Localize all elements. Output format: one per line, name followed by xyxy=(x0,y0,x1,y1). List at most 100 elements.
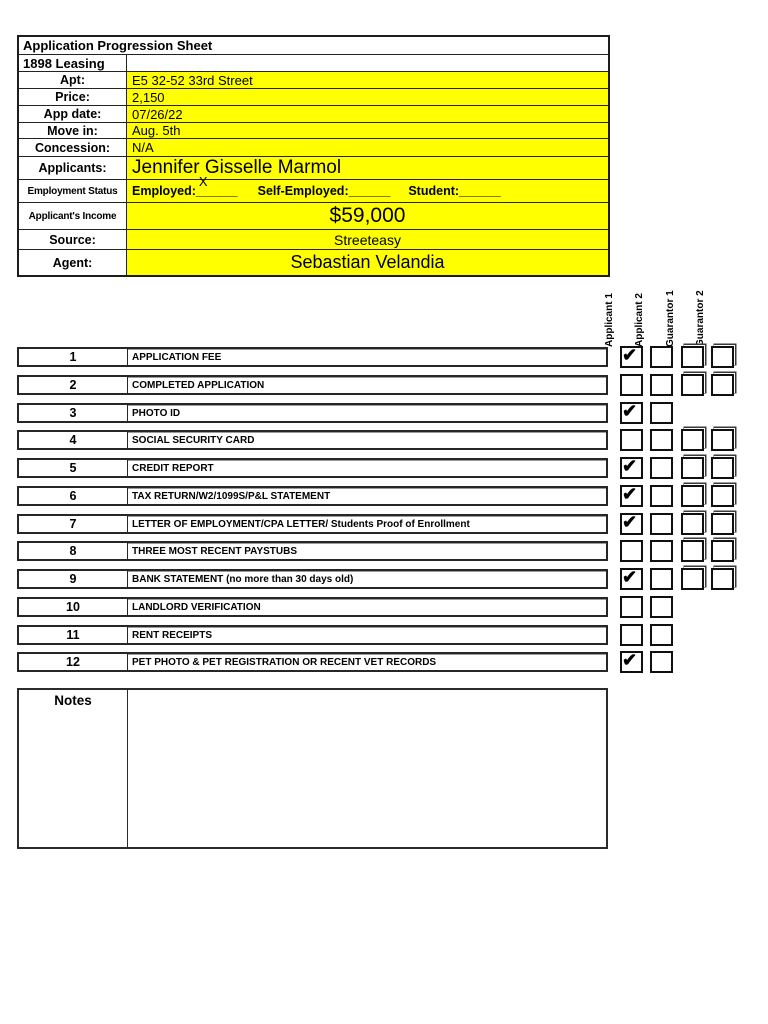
checkbox-empty[interactable] xyxy=(711,513,734,535)
checkbox-group xyxy=(17,374,757,396)
checkbox-empty[interactable] xyxy=(711,540,734,562)
checkbox-empty[interactable] xyxy=(650,540,673,562)
checkbox-empty[interactable] xyxy=(681,485,704,507)
checkbox-empty[interactable] xyxy=(681,457,704,479)
checkbox-empty[interactable] xyxy=(650,402,673,424)
checkbox-empty[interactable] xyxy=(711,429,734,451)
header-form-table: Application Progression Sheet 1898 Leasi… xyxy=(17,35,610,277)
move-in-label: Move in: xyxy=(19,123,127,138)
checkbox-empty[interactable] xyxy=(620,429,643,451)
checkbox-empty[interactable] xyxy=(681,429,704,451)
item-label: LETTER OF EMPLOYMENT/CPA LETTER/ Student… xyxy=(128,516,606,532)
price-value[interactable]: 2,150 xyxy=(127,89,608,105)
employment-status-line: Employed:X______Self-Employed:______Stud… xyxy=(132,174,501,198)
applicants-row: Applicants: Jennifer Gisselle Marmol xyxy=(19,157,608,180)
income-value[interactable]: $59,000 xyxy=(127,203,608,229)
notes-input-area[interactable] xyxy=(128,690,606,847)
employed-blank-field[interactable]: X______ xyxy=(195,174,238,198)
item-label: RENT RECEIPTS xyxy=(128,627,606,643)
source-value[interactable]: Streeteasy xyxy=(127,230,608,249)
item-number: 6 xyxy=(19,488,128,504)
checkbox-empty[interactable] xyxy=(620,540,643,562)
checkmark-icon: ✔ xyxy=(622,401,638,421)
checkbox-empty[interactable] xyxy=(650,624,673,646)
move-in-value[interactable]: Aug. 5th xyxy=(127,123,608,138)
column-header-applicant-1: Applicant 1 xyxy=(604,293,615,347)
checkbox-group xyxy=(17,624,757,646)
checkmark-icon: ✔ xyxy=(622,512,638,532)
app-date-label: App date: xyxy=(19,106,127,122)
checkbox-checked[interactable]: ✔ xyxy=(620,567,643,590)
employment-status-value[interactable]: Employed:X______Self-Employed:______Stud… xyxy=(127,174,608,202)
student-label: Student: xyxy=(408,184,460,198)
checkbox-empty[interactable] xyxy=(711,457,734,479)
checkbox-empty[interactable] xyxy=(650,429,673,451)
item-label: SOCIAL SECURITY CARD xyxy=(128,432,606,448)
checkbox-checked[interactable]: ✔ xyxy=(620,484,643,507)
apt-value[interactable]: E5 32-52 33rd Street xyxy=(127,72,608,88)
column-header-applicant-2: Applicant 2 xyxy=(634,293,645,347)
checkbox-empty[interactable] xyxy=(681,346,704,368)
applicants-label: Applicants: xyxy=(19,157,127,179)
checkbox-empty[interactable] xyxy=(711,568,734,590)
checkbox-empty[interactable] xyxy=(650,346,673,368)
checkbox-group: ✔ xyxy=(17,345,757,368)
checkmark-icon: ✔ xyxy=(622,456,638,476)
item-label: THREE MOST RECENT PAYSTUBS xyxy=(128,543,606,559)
column-header-guarantor-1: Guarantor 1 xyxy=(665,290,676,347)
item-number: 1 xyxy=(19,349,128,365)
employed-label: Employed: xyxy=(132,184,196,198)
checkbox-empty[interactable] xyxy=(620,374,643,396)
checkbox-group: ✔ xyxy=(17,456,757,479)
field-row-price: Price: 2,150 xyxy=(19,89,608,106)
checkbox-empty[interactable] xyxy=(681,540,704,562)
checkbox-empty[interactable] xyxy=(620,624,643,646)
field-row-concession: Concession: N/A xyxy=(19,139,608,157)
app-date-value[interactable]: 07/26/22 xyxy=(127,106,608,122)
checkbox-empty[interactable] xyxy=(681,374,704,396)
checkbox-empty[interactable] xyxy=(650,568,673,590)
item-label: TAX RETURN/W2/1099S/P&L STATEMENT xyxy=(128,488,606,504)
checkbox-group: ✔ xyxy=(17,484,757,507)
checkbox-empty[interactable] xyxy=(711,374,734,396)
checkbox-empty[interactable] xyxy=(681,568,704,590)
checkbox-empty[interactable] xyxy=(711,485,734,507)
checkbox-checked[interactable]: ✔ xyxy=(620,650,643,673)
checkbox-checked[interactable]: ✔ xyxy=(620,401,643,424)
applicants-value[interactable]: Jennifer Gisselle Marmol xyxy=(127,157,608,179)
income-row: Applicant's Income $59,000 xyxy=(19,203,608,230)
checkbox-empty[interactable] xyxy=(650,513,673,535)
income-label: Applicant's Income xyxy=(19,203,127,229)
checkbox-empty[interactable] xyxy=(620,596,643,618)
price-label: Price: xyxy=(19,89,127,105)
concession-label: Concession: xyxy=(19,139,127,156)
concession-value[interactable]: N/A xyxy=(127,139,608,156)
checkbox-empty[interactable] xyxy=(681,513,704,535)
company-name: 1898 Leasing xyxy=(19,55,127,71)
checkbox-empty[interactable] xyxy=(650,457,673,479)
checkbox-empty[interactable] xyxy=(650,374,673,396)
employed-x-mark: X xyxy=(198,174,208,189)
item-number: 9 xyxy=(19,571,128,587)
checkbox-empty[interactable] xyxy=(650,485,673,507)
agent-value[interactable]: Sebastian Velandia xyxy=(127,250,608,275)
checkbox-group xyxy=(17,540,757,562)
company-value-cell[interactable] xyxy=(127,55,608,71)
self-employed-blank-field[interactable]: ______ xyxy=(348,184,391,198)
checkbox-checked[interactable]: ✔ xyxy=(620,345,643,368)
checkbox-checked[interactable]: ✔ xyxy=(620,512,643,535)
employment-status-row: Employment Status Employed:X______Self-E… xyxy=(19,174,608,203)
item-label: PET PHOTO & PET REGISTRATION OR RECENT V… xyxy=(128,654,606,670)
student-blank-field[interactable]: ______ xyxy=(459,184,501,198)
checkbox-empty[interactable] xyxy=(650,596,673,618)
checkbox-checked[interactable]: ✔ xyxy=(620,456,643,479)
checkbox-empty[interactable] xyxy=(650,651,673,673)
checkbox-empty[interactable] xyxy=(711,346,734,368)
checkmark-icon: ✔ xyxy=(622,345,638,365)
item-number: 3 xyxy=(19,405,128,421)
